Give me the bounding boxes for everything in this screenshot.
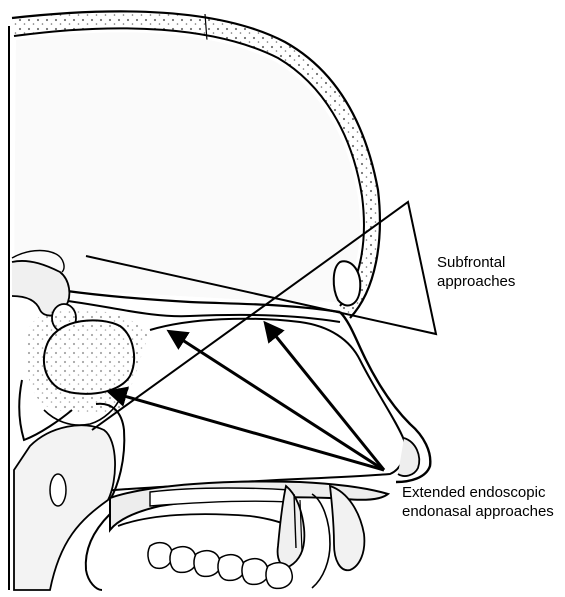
lip-inner [311,493,331,589]
arrow-to-cribriform [263,320,386,471]
nasopharynx [13,424,116,591]
endonasal-label-line1: Extended endoscopic [402,484,546,501]
nose-tip [397,437,421,477]
clivus [18,379,73,442]
endonasal-arrows [105,320,386,472]
arrow-to-planum [166,329,385,472]
tooth [241,557,269,586]
subfrontal-approaches-label: Subfrontal approaches [437,253,515,291]
incisor-root [293,493,297,549]
tooth [217,553,245,582]
tooth [169,545,197,574]
arrow-to-clivus [105,386,385,472]
frontal-sinus [332,260,362,307]
sphenoid-ridge [43,397,121,426]
subfrontal-label-line2: approaches [437,273,516,290]
subfrontal-approach-cone [85,200,438,431]
tooth [147,541,174,570]
incisor-root-2 [299,499,303,553]
tooth [193,549,221,578]
eustachian-tube-opening [49,473,67,507]
anterior-skull-base-lower [59,299,341,323]
subfrontal-label-line1: Subfrontal [437,254,506,271]
tooth [265,561,293,590]
upper-lip [328,484,366,572]
cranial-cavity [14,32,360,302]
tongue [117,513,305,541]
endonasal-approaches-label: Extended endoscopic endonasal approaches [402,483,554,521]
endonasal-label-line2: endonasal approaches [402,503,554,520]
maxillary-alveolus [276,484,306,568]
soft-palate [84,513,111,591]
nasal-bone [339,311,432,484]
palate-inner [149,487,291,507]
anterior-clinoid [11,249,65,273]
teeth [147,541,293,590]
